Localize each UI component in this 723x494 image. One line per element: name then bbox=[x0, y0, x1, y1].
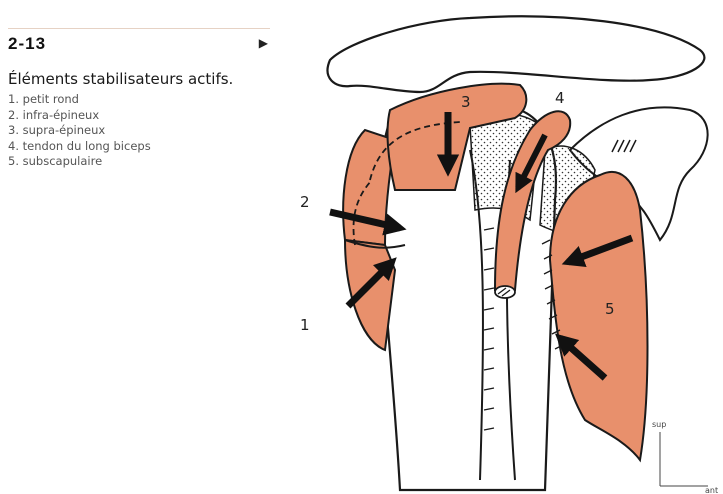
legend-list: 1. petit rond 2. infra-épineux 3. supra-… bbox=[8, 92, 270, 170]
label-4: 4 bbox=[555, 89, 565, 107]
label-1: 1 bbox=[300, 316, 310, 334]
label-5: 5 bbox=[605, 300, 615, 318]
muscle-teres-minor bbox=[345, 240, 395, 350]
muscle-subscapularis bbox=[550, 172, 648, 460]
label-3: 3 bbox=[461, 93, 471, 111]
figure-number: 2-13 bbox=[8, 34, 46, 54]
figure-caption: 2-13 ▶ Éléments stabilisateurs actifs. 1… bbox=[8, 28, 270, 170]
divider bbox=[8, 28, 270, 29]
legend-item: 4. tendon du long biceps bbox=[8, 139, 270, 155]
orientation-sup: sup bbox=[652, 420, 666, 429]
acromion-outline bbox=[328, 16, 705, 92]
triangle-right-icon: ▶ bbox=[259, 36, 268, 50]
legend-item: 3. supra-épineux bbox=[8, 123, 270, 139]
orientation-ant: ant bbox=[705, 486, 718, 494]
figure-title: Éléments stabilisateurs actifs. bbox=[8, 70, 270, 88]
label-2: 2 bbox=[300, 193, 310, 211]
legend-item: 2. infra-épineux bbox=[8, 108, 270, 124]
legend-item: 1. petit rond bbox=[8, 92, 270, 108]
figure-number-bar: 2-13 ▶ bbox=[8, 28, 270, 58]
legend-item: 5. subscapulaire bbox=[8, 154, 270, 170]
